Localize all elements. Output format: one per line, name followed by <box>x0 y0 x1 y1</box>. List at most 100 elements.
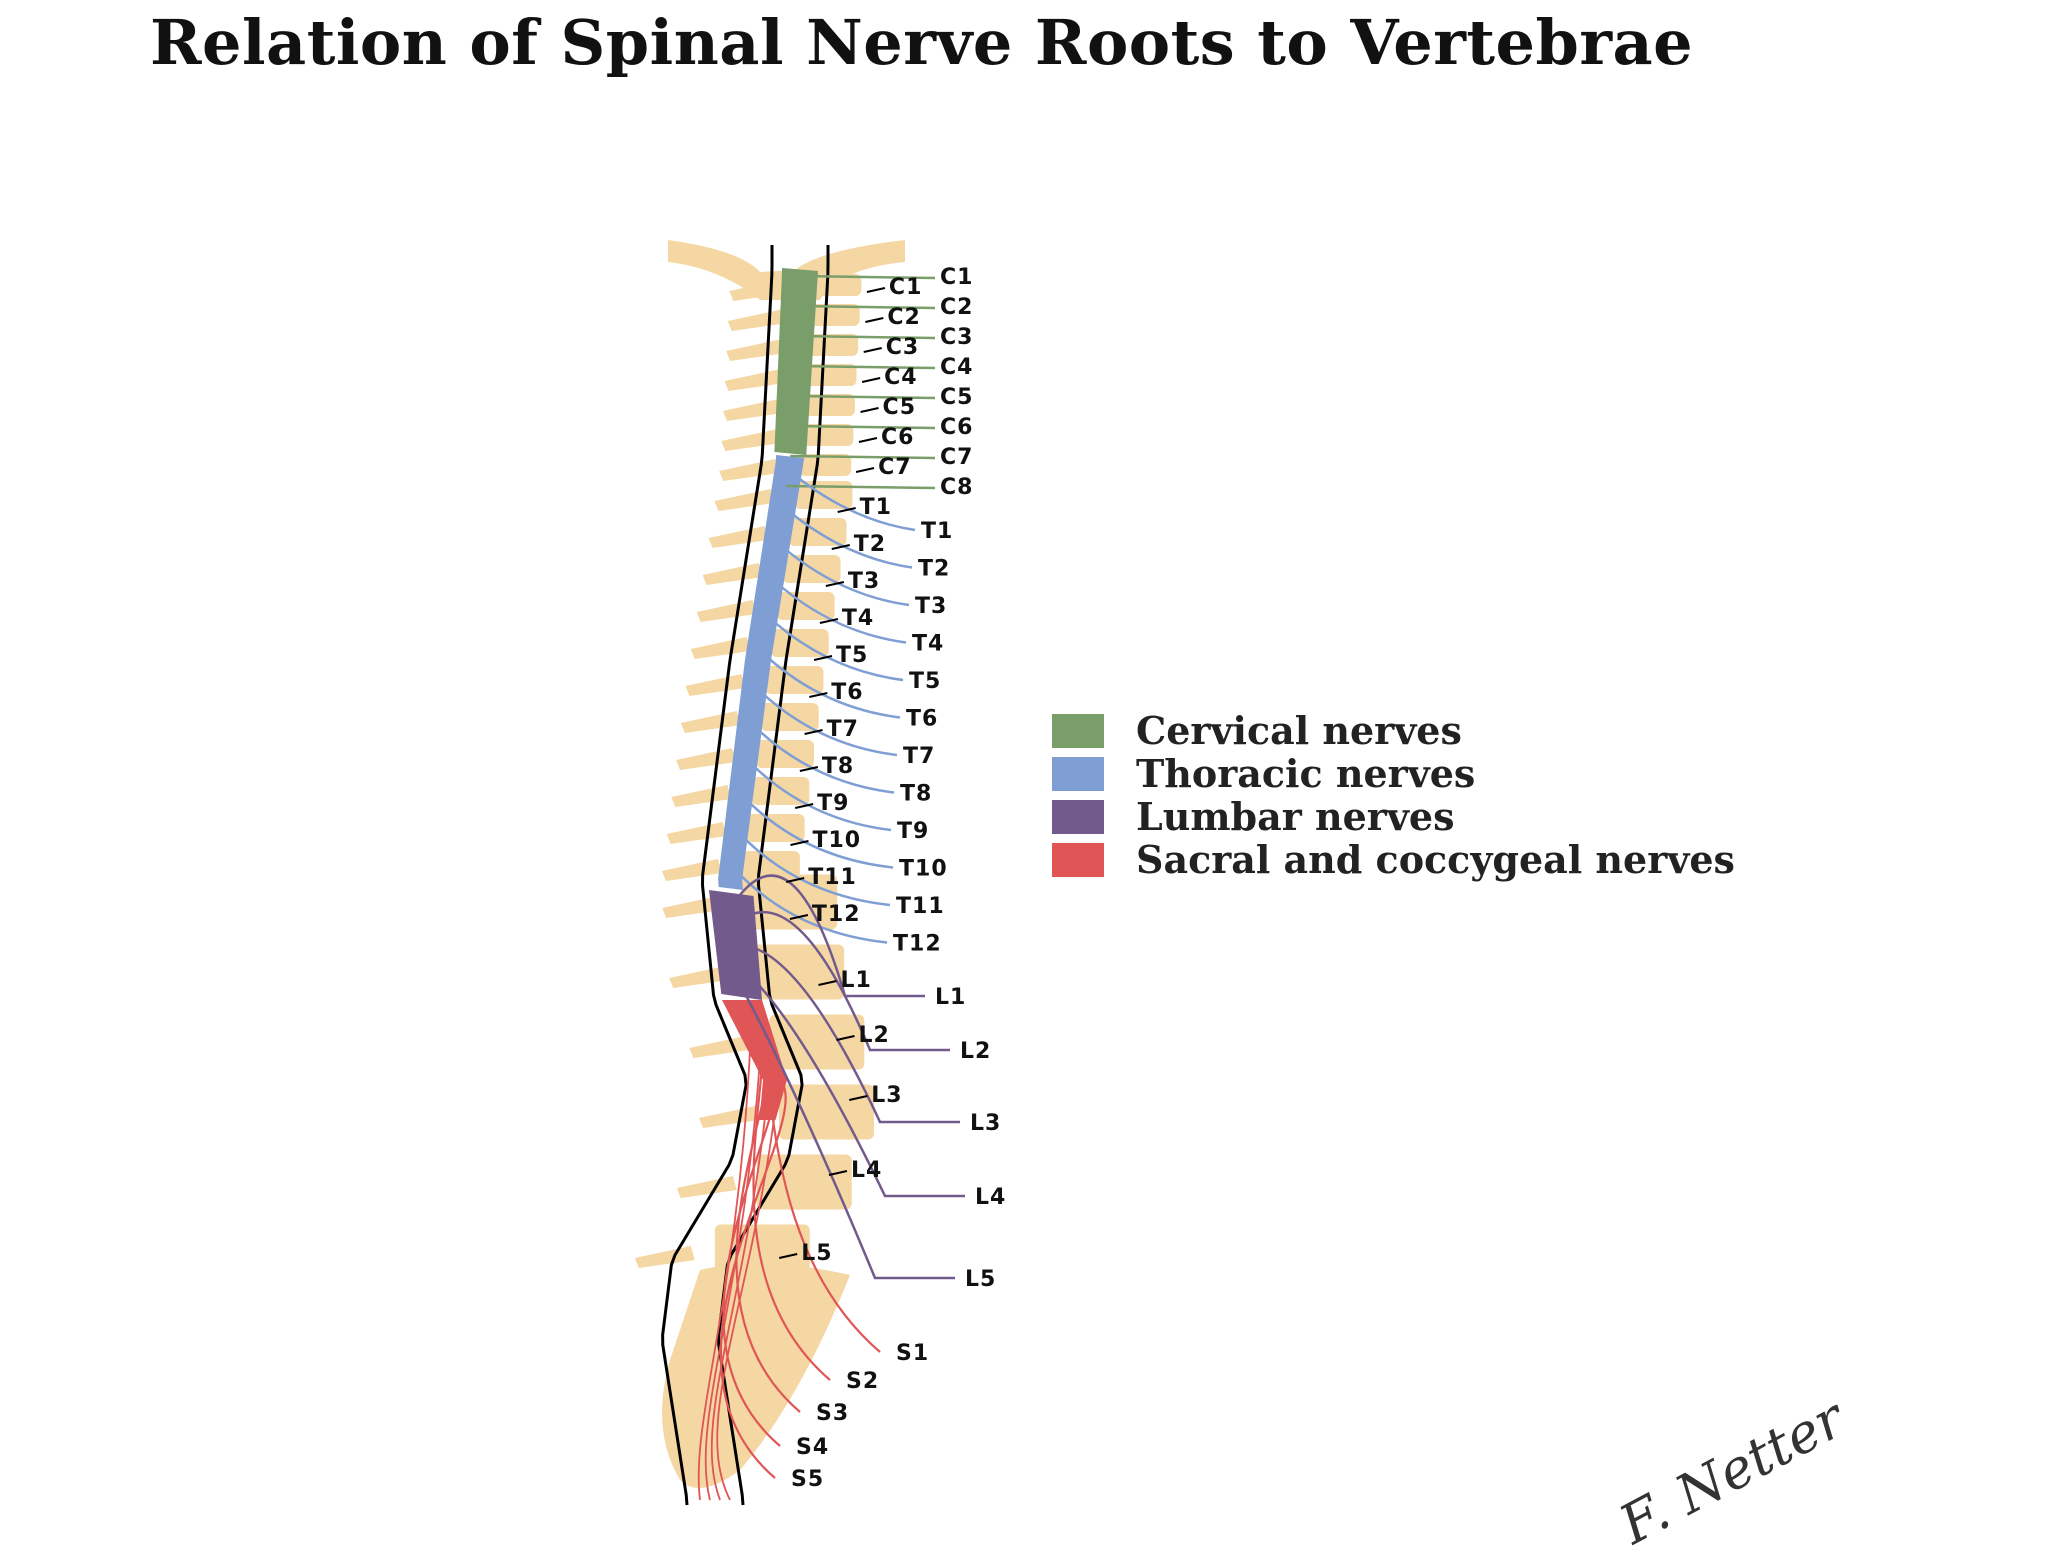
vertebra-label: C7 <box>878 455 911 480</box>
vertebra-label: T10 <box>812 828 861 853</box>
nerve-root-cervical <box>791 424 936 430</box>
cord-segment-lumbar <box>709 890 762 1000</box>
vertebra-leader-line <box>865 317 884 323</box>
vertebra-leader-line <box>861 377 881 383</box>
spinous-process <box>685 674 746 696</box>
nerve-label: T4 <box>912 632 944 657</box>
nerve-label: T1 <box>921 519 953 544</box>
dura-outline-left <box>661 245 774 1506</box>
vertebra-label: C2 <box>887 305 920 330</box>
nerve-root-sacral <box>719 1081 787 1479</box>
vertebra-leader-line <box>778 1253 798 1259</box>
legend-swatch-sacral <box>1052 843 1104 877</box>
nerve-root-lumbar <box>731 874 925 998</box>
vertebra-label: T4 <box>842 606 874 631</box>
nerve-root-lumbar <box>736 943 960 1124</box>
nerve-root-cervical <box>798 304 936 310</box>
nerve-label: T5 <box>909 669 941 694</box>
vertebra-label: L3 <box>871 1083 902 1108</box>
nerve-root-thoracic <box>764 613 904 682</box>
nerve-label: C3 <box>940 325 973 350</box>
nerve-root-sacral <box>740 1008 881 1353</box>
nerve-label: T9 <box>897 819 929 844</box>
nerve-label: S3 <box>816 1401 849 1426</box>
spinous-process <box>722 399 783 421</box>
vertebra-label: T6 <box>831 680 863 705</box>
nerve-label: C6 <box>940 415 973 440</box>
nerve-label: C2 <box>940 295 973 320</box>
labels-group: C1C2C3C4C5C6C7C8T1T2T3T4T5T6T7T8T9T10T11… <box>778 265 1005 1492</box>
vertebral-body <box>806 334 859 356</box>
vertebral-body <box>807 304 860 326</box>
cord-segment-sacral <box>722 1000 787 1120</box>
vertebra-label: C3 <box>886 335 919 360</box>
spinous-process <box>727 309 788 331</box>
legend-swatch-lumbar <box>1052 800 1104 834</box>
vertebra-leader-line <box>825 581 845 587</box>
vertebra-label: L1 <box>841 968 872 993</box>
vertebral-body <box>804 364 857 386</box>
spinous-process <box>724 369 785 391</box>
nerve-root-sacral <box>751 1026 831 1381</box>
nerve-root-thoracic <box>753 685 898 757</box>
vertebral-body <box>809 274 862 296</box>
nerve-label: T6 <box>906 707 938 732</box>
vertebra-leader-line <box>785 877 805 883</box>
nerve-label: C8 <box>940 475 973 500</box>
nerve-label: S2 <box>846 1369 879 1394</box>
nerve-root-thoracic <box>744 757 892 832</box>
spinous-process <box>669 966 730 988</box>
vertebra-label: C1 <box>889 275 922 300</box>
nerve-root-cervical <box>790 454 936 460</box>
page-title: Relation of Spinal Nerve Roots to Verteb… <box>150 6 1694 79</box>
spinous-process <box>662 896 723 918</box>
spinous-process <box>696 600 757 622</box>
cauda-equina-fiber <box>710 1067 771 1501</box>
legend-swatch-thoracic <box>1052 757 1104 791</box>
vertebra-leader-line <box>855 467 875 473</box>
nerve-root-cervical <box>794 364 936 370</box>
nerve-label: T10 <box>899 857 948 882</box>
vertebra-label: T9 <box>817 791 849 816</box>
spinous-process <box>726 339 787 361</box>
nerve-roots-group <box>697 274 965 1501</box>
vertebra-leader-line <box>836 1035 855 1041</box>
spinal-cord-group <box>661 245 830 1506</box>
spinous-process <box>714 489 775 511</box>
nerve-root-sacral <box>735 1044 801 1413</box>
vertebra-leader-line <box>860 407 879 413</box>
vertebra-label: T5 <box>836 643 868 668</box>
vertebra-label: T12 <box>812 902 861 927</box>
vertebra-leader-line <box>849 1095 868 1101</box>
spinous-process <box>708 526 769 548</box>
nerve-label: S5 <box>791 1467 824 1492</box>
legend-label-thoracic: Thoracic nerves <box>1136 751 1476 796</box>
vertebra-label: T8 <box>822 754 854 779</box>
vertebrae-group <box>634 240 905 1488</box>
spinous-process <box>690 637 751 659</box>
legend-label-lumbar: Lumbar nerves <box>1136 794 1455 839</box>
nerve-root-lumbar <box>739 984 955 1280</box>
vertebra-label: T11 <box>808 865 857 890</box>
vertebra-leader-line <box>813 655 833 661</box>
nerve-label: C1 <box>940 265 973 290</box>
spinous-process <box>634 1246 695 1268</box>
vertebra-leader-line <box>789 914 809 920</box>
legend-label-cervical: Cervical nerves <box>1136 708 1462 753</box>
vertebra-leader-line <box>818 980 837 986</box>
legend-label-sacral: Sacral and coccygeal nerves <box>1136 837 1735 882</box>
vertebra-leader-line <box>837 507 856 513</box>
vertebra-leader-line <box>819 618 839 624</box>
vertebral-body <box>801 424 854 446</box>
vertebra-leader-line <box>866 287 886 293</box>
nerve-label: L3 <box>970 1111 1001 1136</box>
vertebra-leader-line <box>831 544 850 550</box>
nerve-root-cervical <box>796 334 936 340</box>
spinous-process <box>666 822 727 844</box>
vertebra-leader-line <box>828 1170 848 1176</box>
vertebra-leader-line <box>863 347 882 353</box>
spinous-process <box>721 429 782 451</box>
nerve-label: S4 <box>796 1435 829 1460</box>
nerve-root-thoracic <box>730 865 888 944</box>
vertebra-leader-line <box>790 840 809 846</box>
